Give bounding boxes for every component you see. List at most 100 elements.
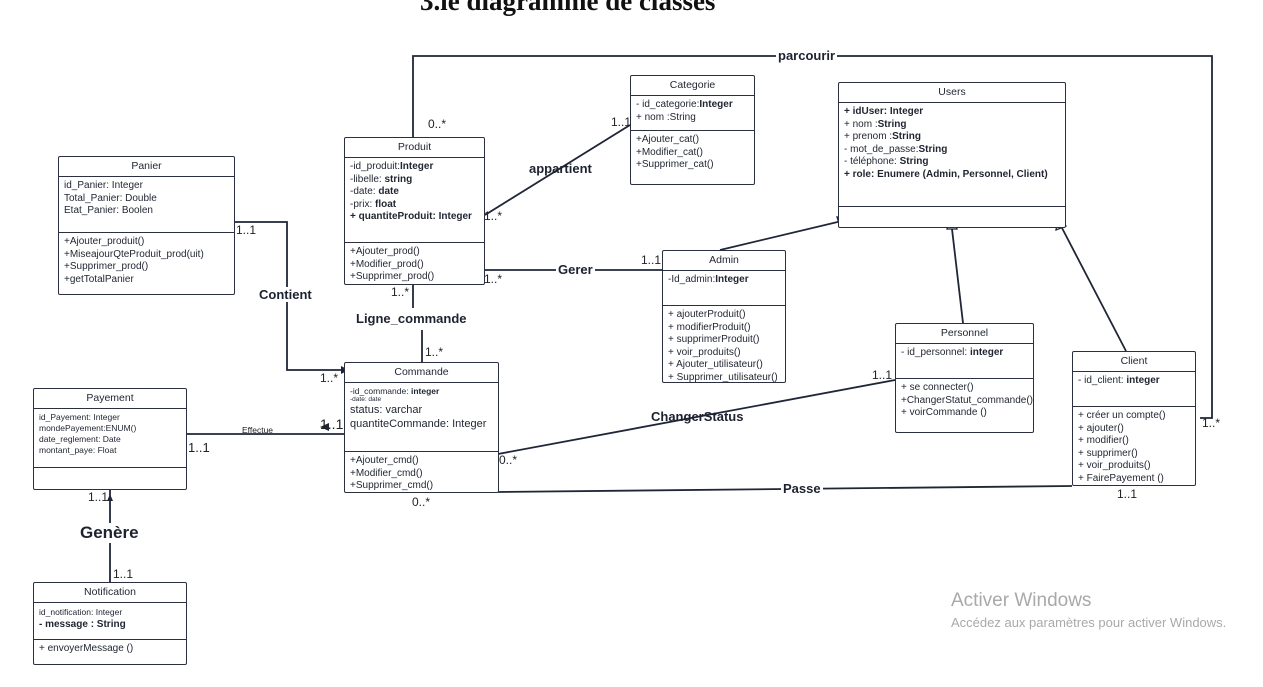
class-methods-empty — [839, 207, 1065, 213]
multiplicity: 1..* — [484, 272, 503, 286]
class-attribute: -date: date — [350, 396, 382, 403]
class-method: +Ajouter_cat() — [636, 134, 700, 145]
multiplicity: 1..1 — [188, 440, 210, 455]
class-notification[interactable]: Notification id_notification: Integer - … — [33, 582, 187, 665]
class-attribute: + role: Enumere (Admin, Personnel, Clien… — [844, 168, 1048, 180]
activation-watermark-title: Activer Windows — [951, 590, 1092, 611]
class-attribute: - id_client: integer — [1078, 375, 1160, 386]
class-method: + modifier() — [1078, 435, 1129, 447]
genere-arrowhead — [107, 494, 113, 501]
class-users[interactable]: Users + idUser: Integer + nom :String + … — [838, 82, 1066, 228]
class-name: Payement — [34, 389, 186, 409]
assoc-label-appartient: appartient — [529, 161, 592, 176]
class-method: +Supprimer_prod() — [350, 271, 435, 283]
class-method: + supprimerProduit() — [668, 334, 760, 346]
class-method: + se connecter() — [901, 382, 974, 393]
class-method: + modifierProduit() — [668, 321, 751, 333]
class-attribute: - téléphone: String — [844, 156, 929, 168]
class-method: + supprimer() — [1078, 447, 1138, 459]
multiplicity: 1..* — [391, 285, 410, 299]
class-name: Admin — [663, 251, 785, 271]
class-name: Commande — [345, 363, 498, 383]
class-name: Categorie — [631, 76, 754, 96]
class-panier[interactable]: Panier id_Panier: Integer Total_Panier: … — [58, 156, 235, 295]
class-name: Users — [839, 83, 1065, 103]
class-attribute: id_notification: Integer — [39, 607, 123, 617]
class-attribute: status: varchar — [350, 404, 423, 416]
multiplicity: 1..1 — [320, 416, 344, 432]
class-admin[interactable]: Admin -Id_admin:Integer + ajouterProduit… — [662, 250, 786, 383]
effectue-arrowhead — [320, 423, 329, 431]
personnel-inherit-line — [951, 228, 964, 324]
class-payement[interactable]: Payement id_Payement: Integer mondePayem… — [33, 388, 187, 490]
assoc-label-changer-status: ChangerStatus — [651, 409, 744, 424]
class-attribute: Etat_Panier: Boolen — [64, 205, 153, 217]
class-attribute: quantiteCommande: Integer — [350, 417, 487, 430]
class-method: + ajouterProduit() — [668, 309, 746, 320]
class-attribute: -Id_admin:Integer — [668, 274, 749, 285]
multiplicity: 1..1 — [872, 368, 893, 382]
multiplicity: 0..* — [412, 495, 431, 509]
class-attribute: + prenom :String — [844, 131, 921, 143]
class-attribute: -prix: float — [350, 198, 397, 210]
class-method: + voirCommande () — [901, 407, 987, 419]
assoc-label-ligne-commande: Ligne_commande — [356, 311, 467, 326]
multiplicity: 1..* — [1202, 416, 1221, 430]
multiplicity: 1..1 — [88, 490, 109, 504]
class-attribute: Total_Panier: Double — [64, 192, 157, 204]
class-categorie[interactable]: Categorie - id_categorie:Integer + nom :… — [630, 75, 755, 185]
class-name: Client — [1073, 352, 1195, 372]
assoc-label-contient: Contient — [258, 287, 313, 302]
parcourir-line — [412, 55, 1213, 419]
class-attribute: -id_commande: integer — [350, 386, 440, 396]
class-attribute: - mot_de_passe:String — [844, 143, 948, 155]
class-method: +Ajouter_cmd() — [350, 455, 419, 466]
class-method: + ajouter() — [1078, 422, 1124, 434]
multiplicity: 0..* — [428, 117, 447, 131]
class-client[interactable]: Client - id_client: integer + créer un c… — [1072, 351, 1196, 486]
class-attribute: id_Payement: Integer — [39, 412, 120, 422]
class-attribute: -libelle: string — [350, 173, 413, 185]
class-method: + voir_produits() — [668, 346, 741, 358]
multiplicity: 1..1 — [113, 567, 134, 581]
admin-inherit-line — [719, 219, 847, 251]
changer-status-line — [497, 379, 896, 455]
class-method: +MiseajourQteProduit_prod(uit) — [64, 248, 204, 260]
class-name: Notification — [34, 583, 186, 603]
class-attribute: - message : String — [39, 618, 126, 630]
assoc-label-passe: Passe — [781, 481, 823, 496]
class-method: + voir_produits() — [1078, 460, 1151, 472]
activation-watermark-subtitle: Accédez aux paramètres pour activer Wind… — [951, 615, 1227, 630]
multiplicity: 1..* — [425, 345, 444, 359]
client-inherit-line — [1061, 227, 1127, 352]
multiplicity: 1..* — [484, 209, 503, 223]
class-method: +Modifier_prod() — [350, 258, 424, 270]
multiplicity: 1..1 — [236, 223, 257, 237]
assoc-label-gerer: Gerer — [556, 262, 595, 277]
class-attribute: montant_paye: Float — [39, 445, 117, 455]
class-method: + envoyerMessage () — [39, 643, 134, 654]
class-attribute: + idUser: Integer — [844, 106, 924, 117]
class-name: Panier — [59, 157, 234, 177]
class-attribute: -id_produit:Integer — [350, 161, 434, 172]
class-name: Produit — [345, 138, 484, 158]
class-attribute: + quantiteProduit: Integer — [350, 211, 472, 223]
class-name: Personnel — [896, 324, 1033, 344]
multiplicity: 1..1 — [641, 253, 662, 267]
class-produit[interactable]: Produit -id_produit:Integer -libelle: st… — [344, 137, 485, 285]
class-attribute: id_Panier: Integer — [64, 180, 143, 191]
diagram-title: 3.le diagramme de classes — [420, 0, 716, 16]
class-attribute: + nom :String — [636, 111, 696, 123]
class-method: +Supprimer_prod() — [64, 261, 149, 273]
multiplicity: 0..* — [499, 453, 518, 467]
class-commande[interactable]: Commande -id_commande: integer -date: da… — [344, 362, 499, 493]
class-method: +Modifier_cmd() — [350, 467, 423, 479]
class-personnel[interactable]: Personnel - id_personnel: integer + se c… — [895, 323, 1034, 433]
class-attribute: mondePayement:ENUM() — [39, 423, 137, 433]
class-attribute: + nom :String — [844, 118, 907, 130]
class-attribute: - id_categorie:Integer — [636, 99, 733, 110]
class-method: +Modifier_cat() — [636, 146, 703, 158]
class-method: + Ajouter_utilisateur() — [668, 359, 763, 371]
class-method: +Ajouter_produit() — [64, 236, 145, 247]
multiplicity: 1..1 — [611, 115, 632, 129]
